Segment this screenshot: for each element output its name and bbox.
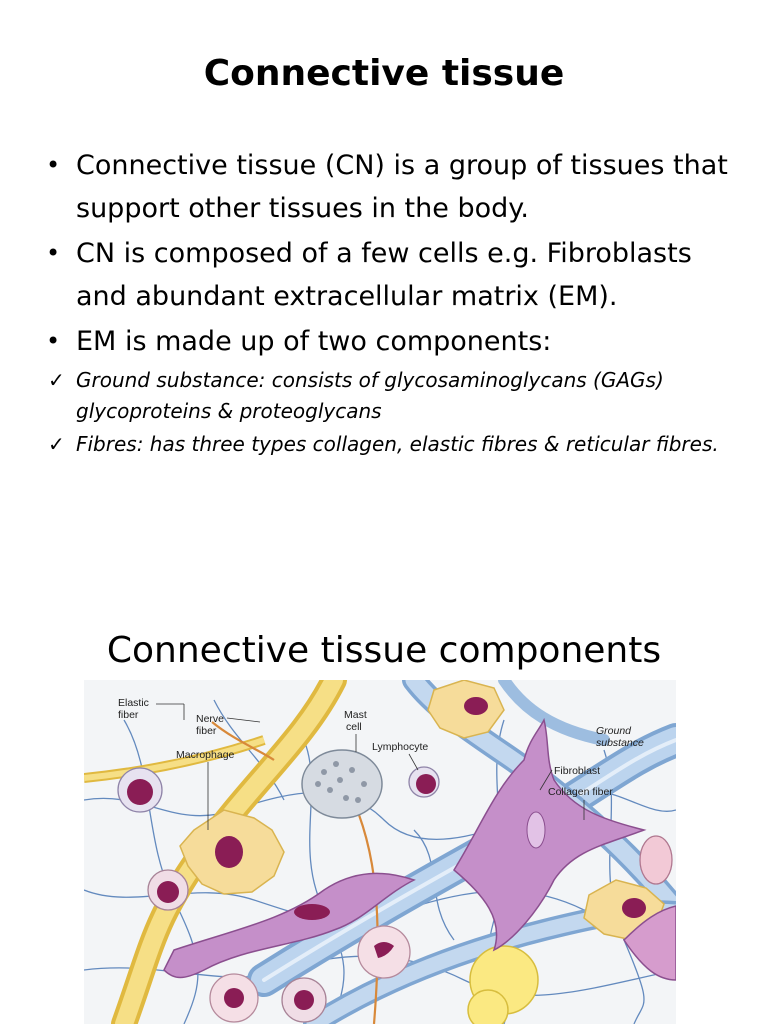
slide-title: Connective tissue	[203, 53, 565, 94]
tissue-diagram: Elastic fiber Nerve fiber Macrophage Mas…	[84, 680, 676, 1024]
sub-point-text: Fibres: has three types collagen, elasti…	[76, 432, 719, 456]
bullet-dot-icon: •	[46, 151, 61, 179]
leukocyte-cell	[357, 925, 411, 979]
bullet-list: • Connective tissue (CN) is a group of t…	[44, 144, 744, 365]
leukocyte-cell	[281, 977, 327, 1023]
label-fibroblast: Fibroblast	[554, 765, 600, 777]
bullet-item: • EM is made up of two components:	[44, 320, 744, 363]
label-elastic-fiber: Elastic	[118, 697, 149, 709]
fibroblast-cell	[623, 905, 676, 981]
macrophage-cell	[179, 809, 285, 895]
fat-cell	[467, 945, 539, 1024]
label-lymphocyte: Lymphocyte	[372, 741, 428, 753]
label-ground-substance-line2: substance	[596, 737, 644, 749]
label-elastic-fiber-line2: fiber	[118, 709, 139, 721]
sub-point-text: Ground substance: consists of glycosamin…	[76, 368, 664, 423]
label-mast-cell: Mast	[344, 709, 367, 721]
bullet-item: • Connective tissue (CN) is a group of t…	[44, 144, 744, 230]
bullet-text: Connective tissue (CN) is a group of tis…	[76, 150, 728, 224]
label-macrophage: Macrophage	[176, 749, 235, 761]
figure-labels: Elastic fiber Nerve fiber Macrophage Mas…	[118, 697, 644, 830]
macrophage-cell	[427, 680, 505, 739]
fibroblast-cell	[163, 872, 416, 979]
sub-point-item: ✓ Fibres: has three types collagen, elas…	[48, 429, 738, 460]
bullet-dot-icon: •	[46, 239, 61, 267]
label-nerve-fiber-line2: fiber	[196, 725, 217, 737]
lymphocyte-cell	[408, 766, 440, 798]
figure-heading: Connective tissue components	[106, 630, 662, 671]
bullet-item: • CN is composed of a few cells e.g. Fib…	[44, 232, 744, 318]
leukocyte-cell	[209, 973, 259, 1023]
label-ground-substance: Ground	[596, 725, 632, 737]
bullet-text: CN is composed of a few cells e.g. Fibro…	[76, 238, 692, 312]
mast-cell	[301, 749, 383, 819]
connective-tissue-illustration: Elastic fiber Nerve fiber Macrophage Mas…	[84, 680, 676, 1024]
sub-point-item: ✓ Ground substance: consists of glycosam…	[48, 365, 738, 427]
bullet-text: EM is made up of two components:	[76, 326, 552, 357]
checkmark-icon: ✓	[48, 368, 65, 392]
fibroblast-cell	[453, 717, 647, 952]
checkmark-icon: ✓	[48, 432, 65, 456]
plasma-cell	[639, 835, 673, 885]
label-collagen-fiber: Collagen fiber	[548, 786, 613, 798]
bullet-dot-icon: •	[46, 327, 61, 355]
sub-point-list: ✓ Ground substance: consists of glycosam…	[48, 365, 738, 462]
lymphocyte-cell	[117, 767, 163, 813]
label-mast-cell-line2: cell	[346, 721, 362, 733]
nerve-fiber	[211, 721, 275, 761]
leukocyte-cell	[147, 869, 189, 911]
label-nerve-fiber: Nerve	[196, 713, 224, 725]
